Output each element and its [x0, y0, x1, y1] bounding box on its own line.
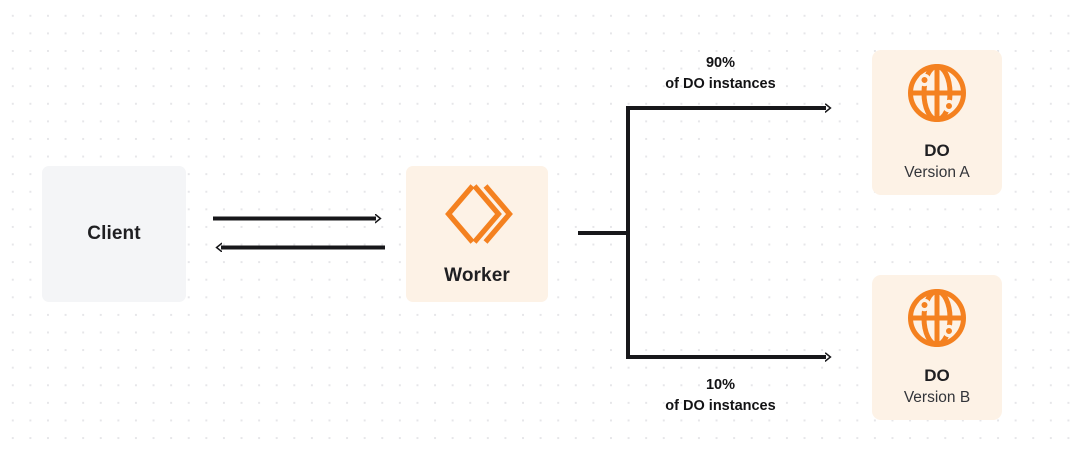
- edge-label-top: 90% of DO instances: [628, 53, 813, 94]
- cloudflare-workers-icon: [441, 182, 513, 251]
- node-do-a-title: DO: [924, 141, 950, 160]
- node-do-b-title: DO: [924, 366, 950, 385]
- edge-label-bottom-detail: of DO instances: [665, 397, 776, 414]
- globe-icon: [906, 62, 968, 129]
- edge-label-bottom: 10% of DO instances: [628, 375, 813, 416]
- edge-label-top-detail: of DO instances: [665, 75, 776, 92]
- node-do-b-subtitle: Version B: [903, 389, 971, 407]
- node-do-a-subtitle: Version A: [904, 164, 970, 182]
- edge-label-bottom-percent: 10%: [705, 377, 736, 393]
- node-worker-label: Worker: [444, 264, 510, 286]
- globe-icon: [906, 287, 968, 354]
- edge-label-top-percent: 90%: [705, 55, 736, 71]
- node-do-version-b: DO Version B: [872, 275, 1002, 420]
- node-client: Client: [42, 166, 186, 302]
- node-client-label: Client: [87, 223, 141, 245]
- node-do-version-a: DO Version A: [872, 50, 1002, 195]
- node-worker: Worker: [406, 166, 548, 302]
